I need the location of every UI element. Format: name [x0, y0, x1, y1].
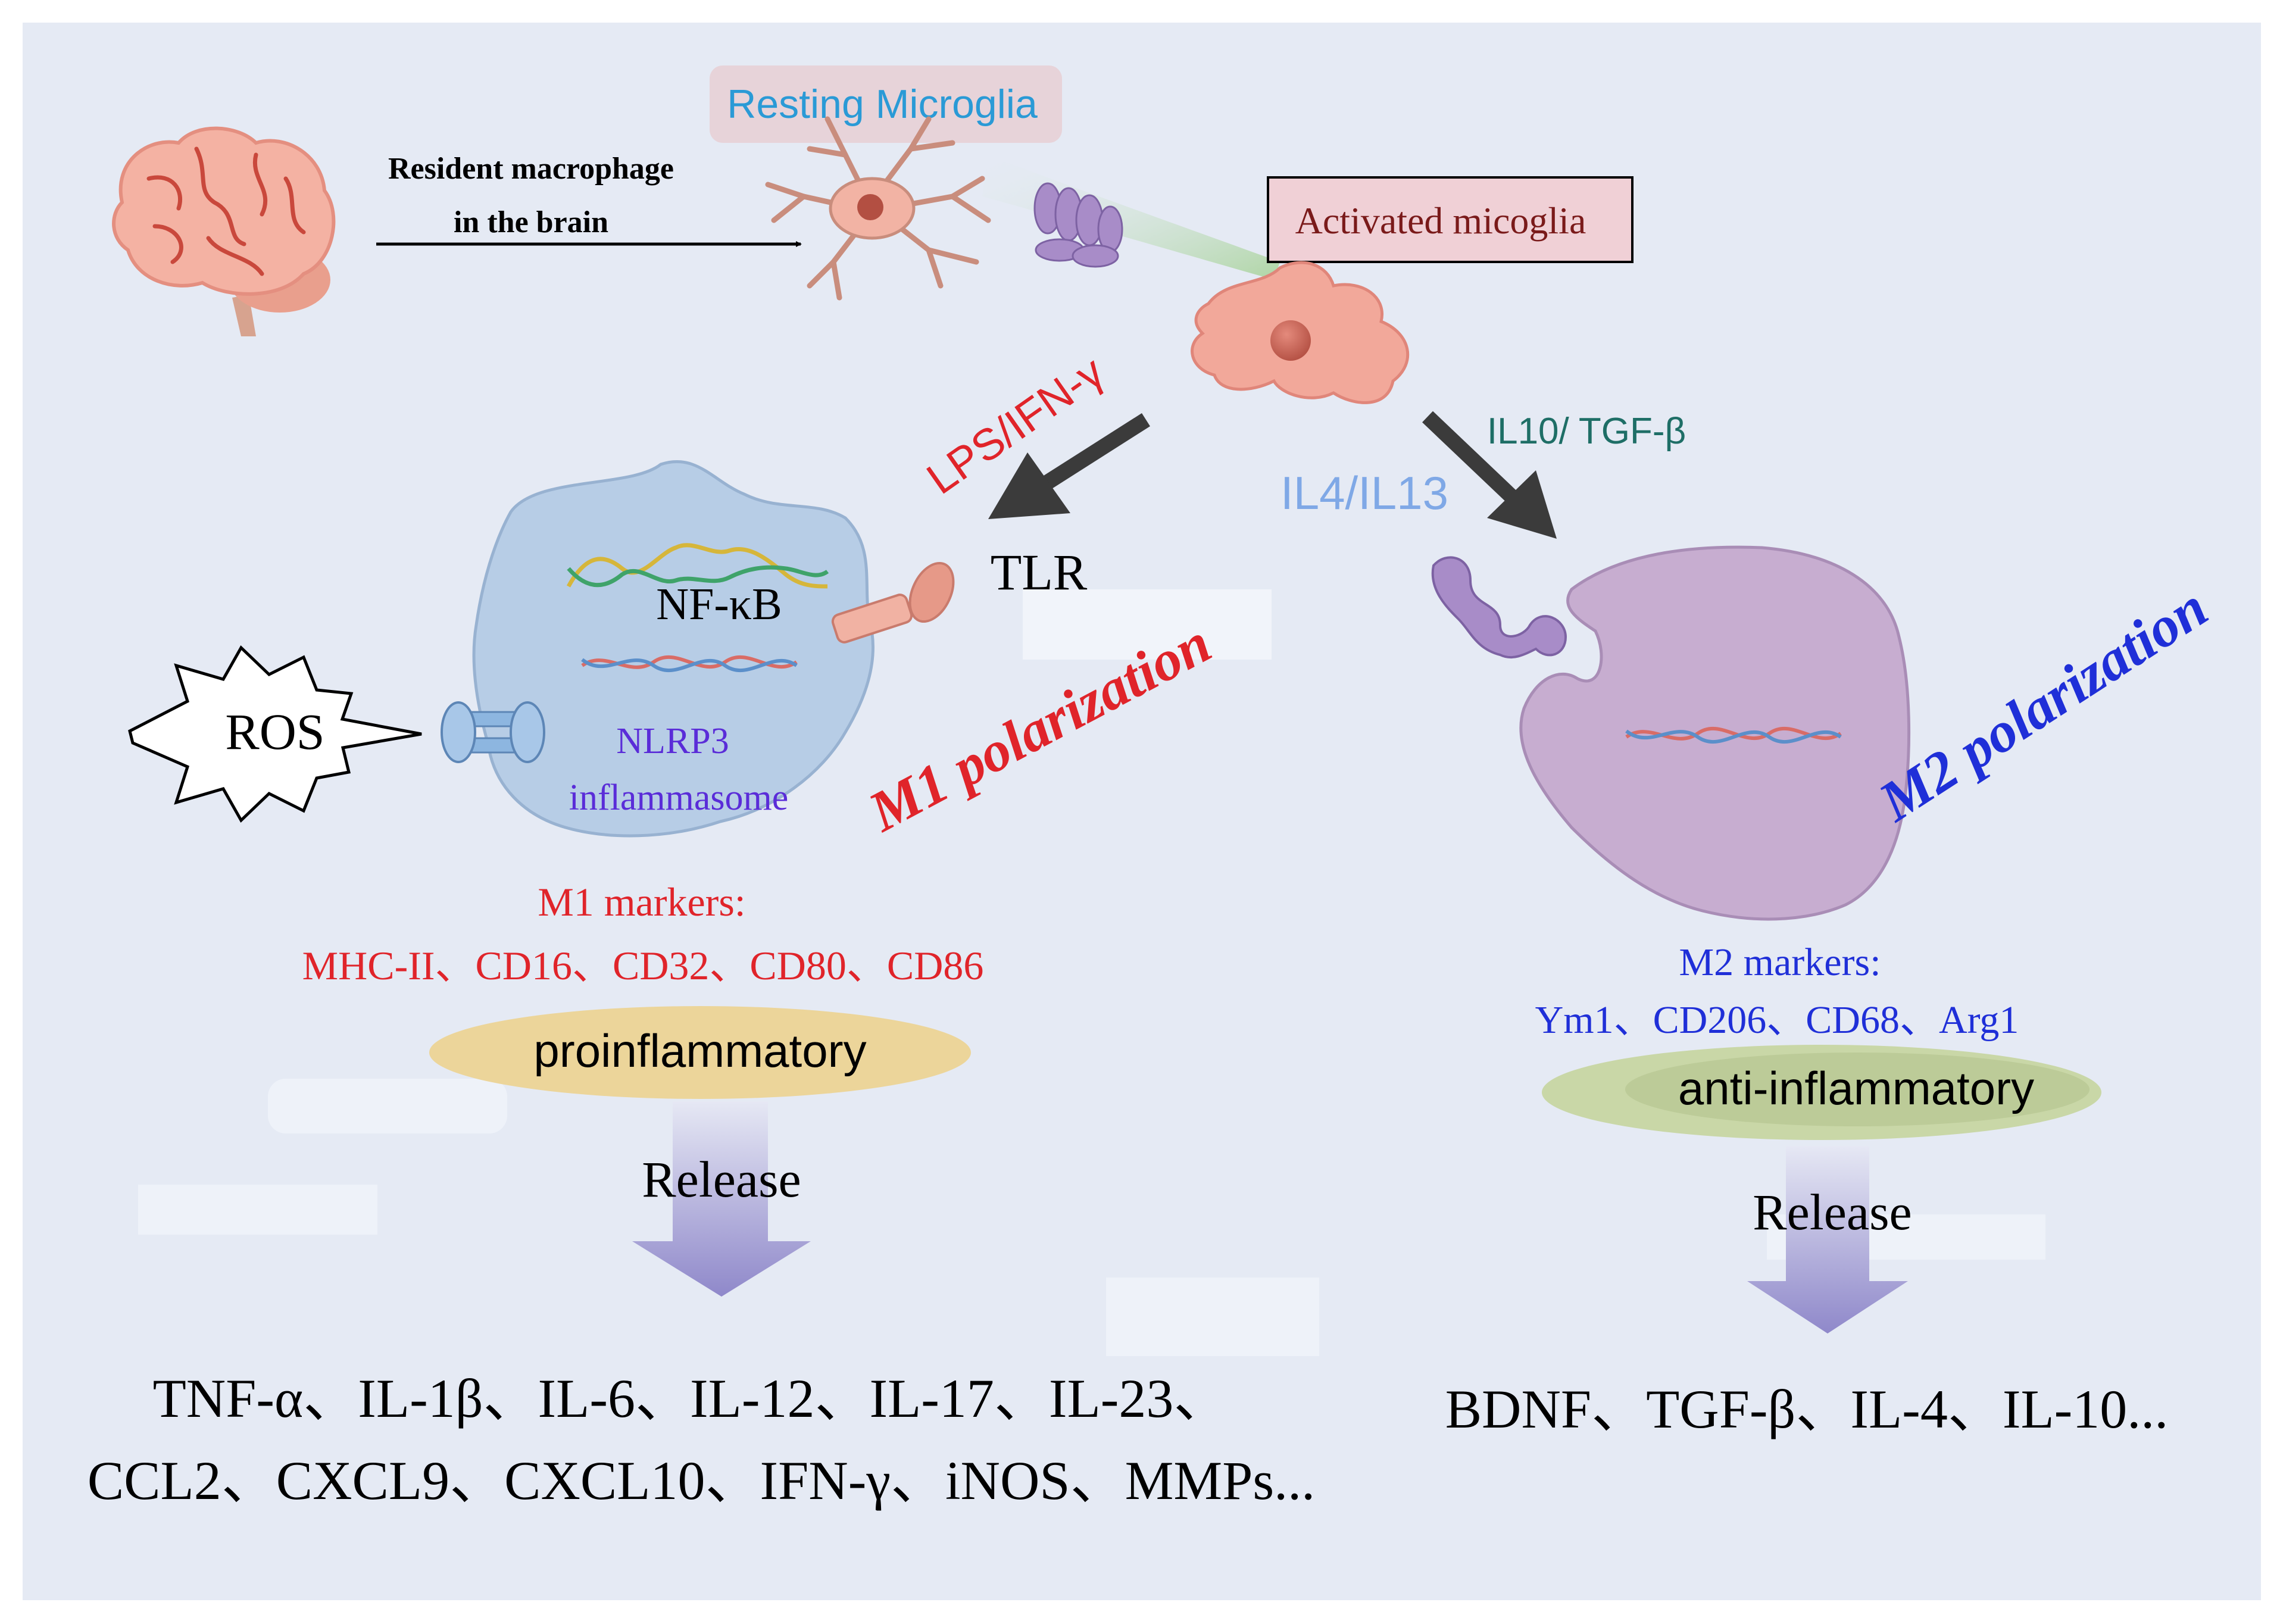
release-label-left: Release — [642, 1151, 801, 1208]
nlrp3-line2: inflammasome — [569, 777, 788, 818]
blank-patch — [268, 1079, 507, 1133]
blank-patch — [1023, 589, 1272, 660]
il4-il13-label: IL4/IL13 — [1280, 467, 1448, 519]
tlr-receptor-icon — [831, 561, 955, 644]
m1-cytokines-line2: CCL2、CXCL9、CXCL10、IFN-γ、iNOS、MMPs... — [88, 1450, 1315, 1511]
blank-patch — [1106, 1278, 1319, 1356]
activation-stream — [982, 155, 1280, 280]
dna-helix-icon — [566, 543, 829, 589]
dna-helix-icon — [581, 655, 798, 673]
m1-markers-title: M1 markers: — [538, 879, 745, 925]
m2-markers-title: M2 markers: — [1679, 941, 1881, 984]
ros-burst-icon — [128, 645, 422, 823]
m1-microglia-cell — [472, 460, 874, 838]
m2-markers-list: Ym1、CD206、CD68、Arg1 — [1535, 998, 2019, 1042]
activated-microglia-cell — [1191, 261, 1410, 404]
m1-cytokines-line1: TNF-α、IL-1β、IL-6、IL-12、IL-17、IL-23、 — [153, 1368, 1229, 1429]
il10-tgf-label: IL10/ TGF-β — [1487, 411, 1686, 452]
resting-microglia-cell — [765, 116, 991, 301]
stimulus-protein-icon — [1033, 182, 1123, 268]
blank-patch — [138, 1185, 377, 1235]
proinflammatory-label: proinflammatory — [533, 1025, 866, 1077]
m2-microglia-cell — [1519, 545, 1911, 921]
activated-microglia-box — [1267, 176, 1634, 263]
m2-cytokines: BDNF、TGF-β、IL-4、IL-10... — [1445, 1379, 2169, 1439]
brain-icon — [112, 126, 336, 336]
nfkb-label: NF-κB — [656, 579, 782, 629]
m1-pathway-arrow — [988, 413, 1150, 519]
nlrp3-line1: NLRP3 — [616, 721, 729, 761]
ligand-protein-icon — [1431, 556, 1567, 659]
release-arrow-left — [632, 1101, 811, 1297]
release-label-right: Release — [1753, 1183, 1912, 1241]
resting-microglia-label: Resting Microglia — [727, 82, 1038, 127]
ros-label: ROS — [225, 703, 324, 760]
release-arrow-right — [1747, 1146, 1908, 1333]
resting-microglia-box — [710, 65, 1062, 143]
anti-inflammatory-label: anti-inflammatory — [1678, 1062, 2034, 1114]
anti-inflammatory-ellipse-inner — [1625, 1053, 2090, 1126]
tlr-label: TLR — [991, 544, 1088, 601]
ion-channel-icon — [441, 701, 545, 763]
proinflammatory-ellipse — [429, 1006, 971, 1099]
m2-pathway-arrow — [1422, 411, 1557, 539]
resident-macrophage-line1: Resident macrophage — [388, 152, 674, 186]
activated-microglia-label: Activated micoglia — [1295, 199, 1586, 242]
m1-markers-list: MHC-II、CD16、CD32、CD80、CD86 — [302, 943, 984, 988]
resident-macrophage-line2: in the brain — [454, 205, 608, 239]
dna-helix-icon — [1625, 726, 1842, 744]
